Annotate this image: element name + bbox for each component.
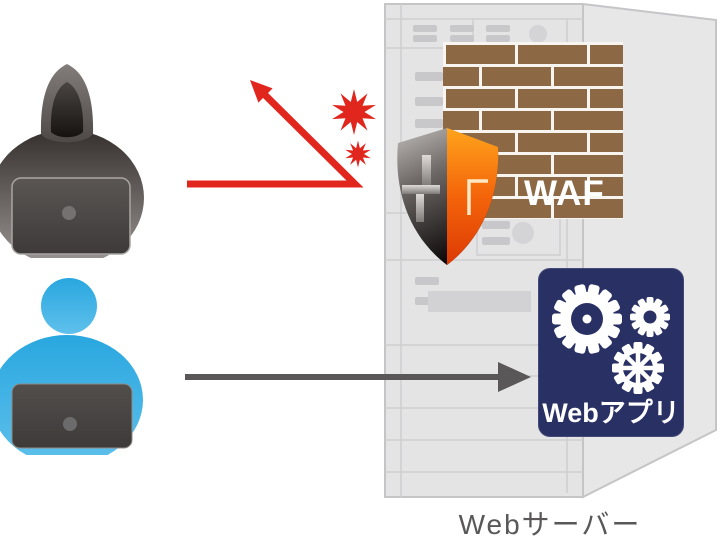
web-app-box: Webアプリ: [538, 268, 684, 437]
hacker-icon: [0, 64, 144, 258]
server-vent-slots: [413, 25, 510, 305]
attack-arrow-deflected: [187, 80, 364, 188]
user-head: [41, 278, 97, 334]
small-gear-icon: [630, 297, 670, 337]
user-icon: [0, 278, 143, 455]
server-buttons: [512, 25, 547, 244]
laptop-logo: [62, 206, 76, 220]
waf-label: WAF: [524, 174, 605, 213]
laptop-icon: [11, 383, 133, 449]
shield-bolt-emblem: [402, 155, 440, 222]
web-server-label: Webサーバー: [458, 509, 642, 540]
gear-icon: [552, 284, 670, 394]
arrowhead-icon: [498, 362, 531, 392]
large-gear-icon: [552, 284, 622, 354]
allowed-traffic-arrow: [185, 362, 531, 392]
shield-highlight-line: [467, 179, 488, 215]
laptop-logo: [63, 417, 77, 431]
server-recessed-slot: [428, 291, 531, 312]
impact-burst-icon: [345, 140, 371, 168]
hacker-hood-opening: [50, 82, 84, 138]
spoked-gear-icon: [612, 342, 664, 394]
impact-burst-icon: [332, 89, 376, 135]
waf-shield-icon: [397, 128, 499, 265]
arrowhead-icon: [250, 80, 273, 103]
web-app-label: Webアプリ: [542, 398, 680, 428]
